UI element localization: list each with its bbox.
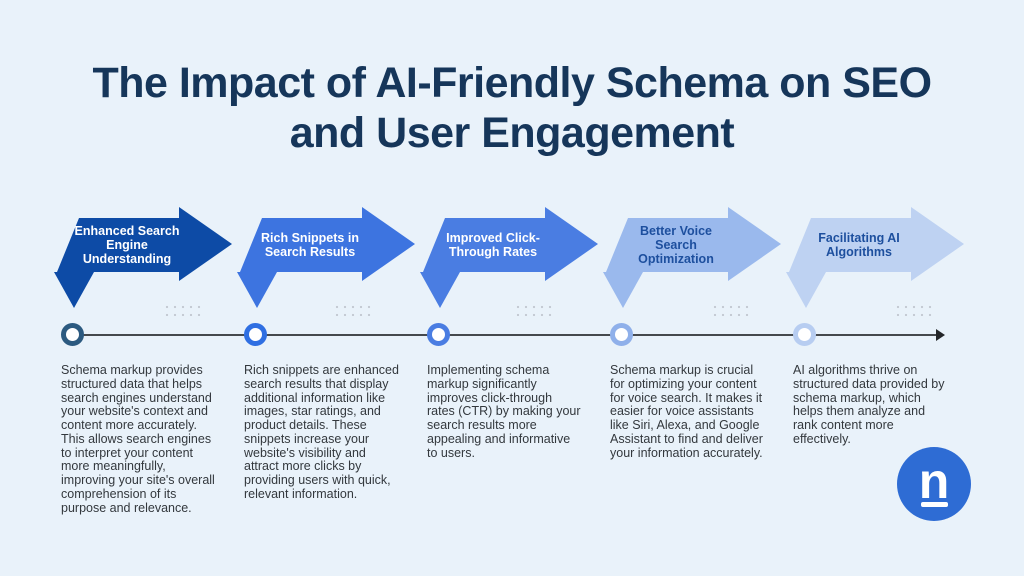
step-description: Rich snippets are enhanced search result… xyxy=(244,363,399,501)
dots-pattern xyxy=(514,303,552,316)
step-rich-snippets-in-search-results: Rich Snippets in Search Results Rich sni… xyxy=(231,200,415,576)
dots-pattern xyxy=(163,303,201,316)
arrow-shape-icon xyxy=(237,207,415,308)
page-title-line-1: The Impact of AI-Friendly Schema on SEO xyxy=(92,59,932,107)
arrow-shape-icon xyxy=(603,207,781,308)
step-description: Implementing schema markup significantly… xyxy=(427,363,581,460)
timeline-marker xyxy=(793,323,816,346)
arrow-shape-icon xyxy=(54,207,232,308)
arrow-shape-icon xyxy=(786,207,964,308)
dots-pattern xyxy=(894,303,932,316)
step-description: AI algorithms thrive on structured data … xyxy=(793,363,945,446)
brand-logo: n xyxy=(897,447,971,521)
step-better-voice-search-optimization: Better Voice Search Optimization Schema … xyxy=(597,200,781,576)
step-label: Enhanced Search Engine Understanding xyxy=(74,224,180,266)
step-description: Schema markup is crucial for optimizing … xyxy=(610,363,763,460)
brand-logo-letter: n xyxy=(918,453,950,510)
dots-pattern xyxy=(711,303,749,316)
step-label: Rich Snippets in Search Results xyxy=(261,231,359,259)
step-improved-click-through-rates: Improved Click-Through Rates Implementin… xyxy=(414,200,598,576)
timeline-marker xyxy=(244,323,267,346)
timeline-band: Enhanced Search Engine Understanding Sch… xyxy=(0,200,1024,576)
step-label: Facilitating AI Algorithms xyxy=(818,231,900,259)
dots-pattern xyxy=(333,303,371,316)
step-enhanced-search-engine-understanding: Enhanced Search Engine Understanding Sch… xyxy=(48,200,232,576)
page-title-line-2: and User Engagement xyxy=(289,109,735,157)
timeline-arrowhead-icon xyxy=(936,329,945,341)
timeline-marker xyxy=(61,323,84,346)
brand-logo-underline xyxy=(920,502,948,507)
arrow-shape-icon xyxy=(420,207,598,308)
step-description: Schema markup provides structured data t… xyxy=(61,363,215,515)
timeline-line xyxy=(64,334,938,336)
step-facilitating-ai-algorithms: Facilitating AI Algorithms AI algorithms… xyxy=(780,200,964,576)
page-title: The Impact of AI-Friendly Schema on SEO … xyxy=(0,58,1024,158)
step-label: Better Voice Search Optimization xyxy=(638,224,714,266)
timeline-marker xyxy=(610,323,633,346)
step-label: Improved Click-Through Rates xyxy=(446,231,540,259)
timeline-marker xyxy=(427,323,450,346)
